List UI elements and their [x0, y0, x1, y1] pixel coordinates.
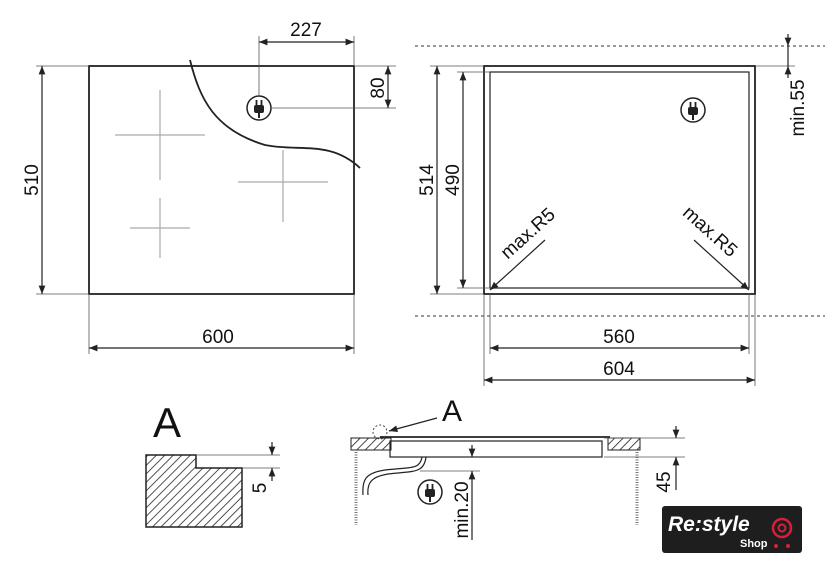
dim-514: 514 — [417, 164, 438, 196]
detail-label: A — [153, 399, 181, 446]
dim-min-55: min.55 — [788, 79, 809, 136]
hob-top-view: 227 80 510 600 — [22, 20, 396, 354]
cutout-view: 514 490 min.55 max.R5 max.R5 560 604 — [415, 34, 825, 386]
dim-490: 490 — [443, 164, 464, 196]
logo-sub: Shop — [740, 538, 768, 550]
section-view: A 45 min.20 — [350, 395, 685, 540]
dim-80: 80 — [368, 77, 389, 98]
dim-45: 45 — [654, 471, 675, 492]
logo-brand: Re:style — [668, 513, 750, 536]
section-label: A — [442, 395, 462, 428]
dim-227: 227 — [290, 20, 322, 41]
dim-min-20: min.20 — [452, 481, 473, 538]
plug-icon — [246, 95, 272, 121]
plug-icon — [680, 97, 706, 123]
cutout-outer — [483, 65, 756, 295]
hob-outline — [88, 65, 355, 295]
plug-icon — [417, 479, 443, 505]
cable-zone-curve — [189, 59, 361, 169]
dim-560: 560 — [603, 327, 635, 348]
dim-600: 600 — [202, 327, 234, 348]
hob-body — [389, 440, 603, 458]
at-cart-icon — [771, 517, 793, 539]
dim-5: 5 — [250, 483, 271, 494]
restyle-shop-logo: Re:style Shop — [662, 506, 802, 553]
cooking-zone-marks — [115, 90, 328, 258]
dim-510: 510 — [22, 164, 43, 196]
detail-a: A 5 — [145, 399, 280, 528]
cutout-inner — [489, 71, 750, 289]
dim-604: 604 — [603, 359, 635, 380]
edge-profile — [145, 454, 243, 528]
radius-right: max.R5 — [678, 202, 741, 261]
